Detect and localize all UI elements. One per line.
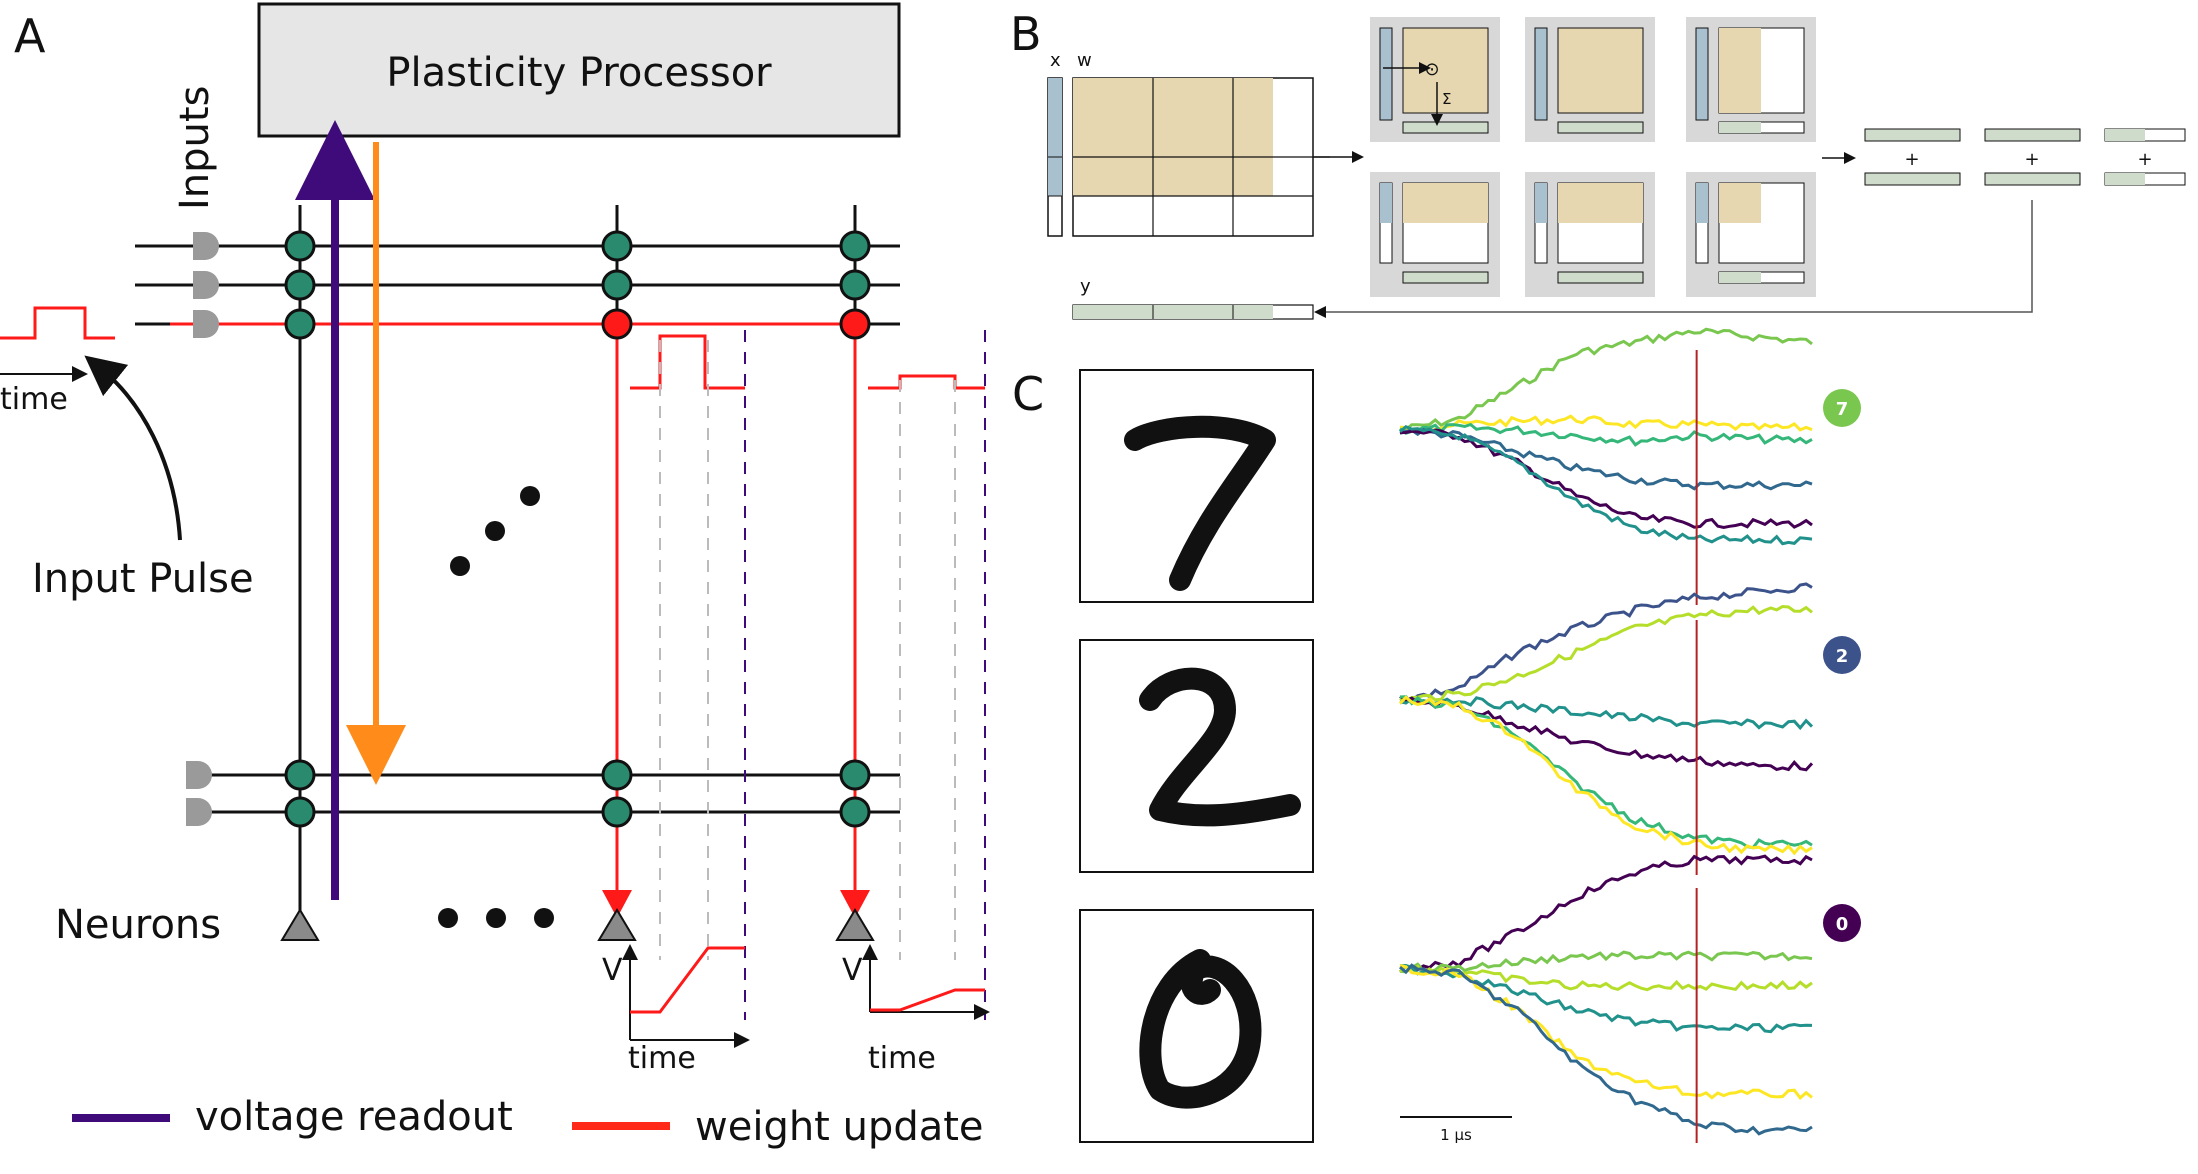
tile-2-1 (1370, 172, 1500, 297)
x-label: x (1050, 50, 1061, 71)
input-pulse-label: Input Pulse (32, 556, 254, 602)
inset-1-v-label: V (602, 953, 623, 988)
badge-2: 2 (1823, 636, 1861, 674)
x-vector-fill (1048, 78, 1062, 196)
partial-sums: + + + (1864, 128, 2186, 186)
w-label: w (1077, 50, 1092, 71)
sigma-symbol: Σ (1442, 90, 1451, 108)
plus-2: + (2024, 149, 2039, 170)
trace-1-series-5 (1398, 695, 1813, 856)
weight-matrix-fill (1073, 78, 1273, 196)
plasticity-processor-box (257, 2, 901, 138)
trace-1-series-0 (1399, 582, 1813, 705)
panel-c: C 7 2 0 1 µs (1012, 327, 1861, 1144)
trace-2-series-5 (1399, 963, 1813, 1136)
badge-2-label: 2 (1836, 646, 1849, 667)
badge-7-circle (1823, 389, 1861, 427)
scale-bar-label: 1 µs (1440, 1126, 1472, 1144)
input-time-label: time (0, 382, 68, 417)
badge-7-label: 7 (1836, 399, 1849, 420)
panel-c-letter: C (1012, 367, 1044, 421)
weight-update-arrow-1 (602, 890, 632, 918)
tile-1-3 (1686, 17, 1816, 142)
plus-1: + (1904, 149, 1919, 170)
panel-b-letter: B (1010, 7, 1042, 61)
trace-2-series-2 (1398, 964, 1813, 992)
badge-0: 0 (1823, 904, 1861, 942)
tile-2-3 (1686, 172, 1816, 297)
y-label: y (1080, 276, 1091, 297)
trace-0-series-1 (1399, 414, 1813, 434)
trace-0-series-4 (1399, 428, 1813, 530)
badge-0-circle (1823, 904, 1861, 942)
tile-2-2 (1525, 172, 1655, 297)
trace-2-series-1 (1399, 950, 1813, 974)
digit-image-7 (1079, 369, 1314, 603)
trace-plots (1398, 327, 1814, 1143)
trace-1-series-2 (1399, 696, 1814, 731)
synapses (284, 230, 871, 828)
inset-1-time-label: time (628, 1041, 696, 1076)
legend: voltage readout weight update (72, 1094, 984, 1150)
ellipsis-diagonal (450, 486, 540, 576)
ellipsis-horizontal (438, 908, 554, 928)
trace-1-series-1 (1399, 604, 1813, 704)
badge-7: 7 (1823, 389, 1861, 427)
trace-0-series-2 (1399, 422, 1813, 447)
trace-0-series-0 (1399, 327, 1813, 432)
legend-weight-update-label: weight update (695, 1104, 984, 1150)
odot-symbol: ⊙ (1424, 59, 1439, 80)
trace-inset-2: V time (842, 330, 990, 1076)
legend-voltage-readout-label: voltage readout (195, 1094, 513, 1140)
digit-image-2 (1079, 639, 1314, 873)
tile-1-2 (1525, 17, 1655, 142)
inset-2-time-label: time (868, 1041, 936, 1076)
trace-0-series-5 (1399, 424, 1813, 546)
trace-inset-1: V time (602, 330, 750, 1076)
input-drivers (186, 232, 219, 826)
panel-a: A Plasticity Processor Inputs (0, 2, 990, 1150)
tile-1-1: ⊙ Σ (1370, 17, 1500, 142)
panel-b: B x w ⊙ Σ (1010, 7, 2186, 320)
badge-0-label: 0 (1836, 914, 1849, 935)
plasticity-processor-title: Plasticity Processor (386, 50, 772, 96)
compute-tiles: ⊙ Σ (1370, 17, 1816, 297)
trace-2-series-4 (1399, 964, 1813, 1101)
inset-2-v-label: V (842, 953, 863, 988)
input-rows (135, 244, 900, 814)
badge-2-circle (1823, 636, 1861, 674)
digit-image-0 (1079, 909, 1314, 1143)
trace-2-series-0 (1398, 854, 1813, 973)
neurons-label: Neurons (55, 902, 221, 948)
panel-a-letter: A (14, 9, 46, 63)
inputs-label: Inputs (172, 86, 218, 210)
plus-3: + (2137, 149, 2152, 170)
weight-update-arrow-2 (840, 890, 870, 918)
neurons (280, 908, 875, 941)
input-pulse-pointer (84, 355, 182, 541)
input-pulse-trace (0, 306, 115, 340)
